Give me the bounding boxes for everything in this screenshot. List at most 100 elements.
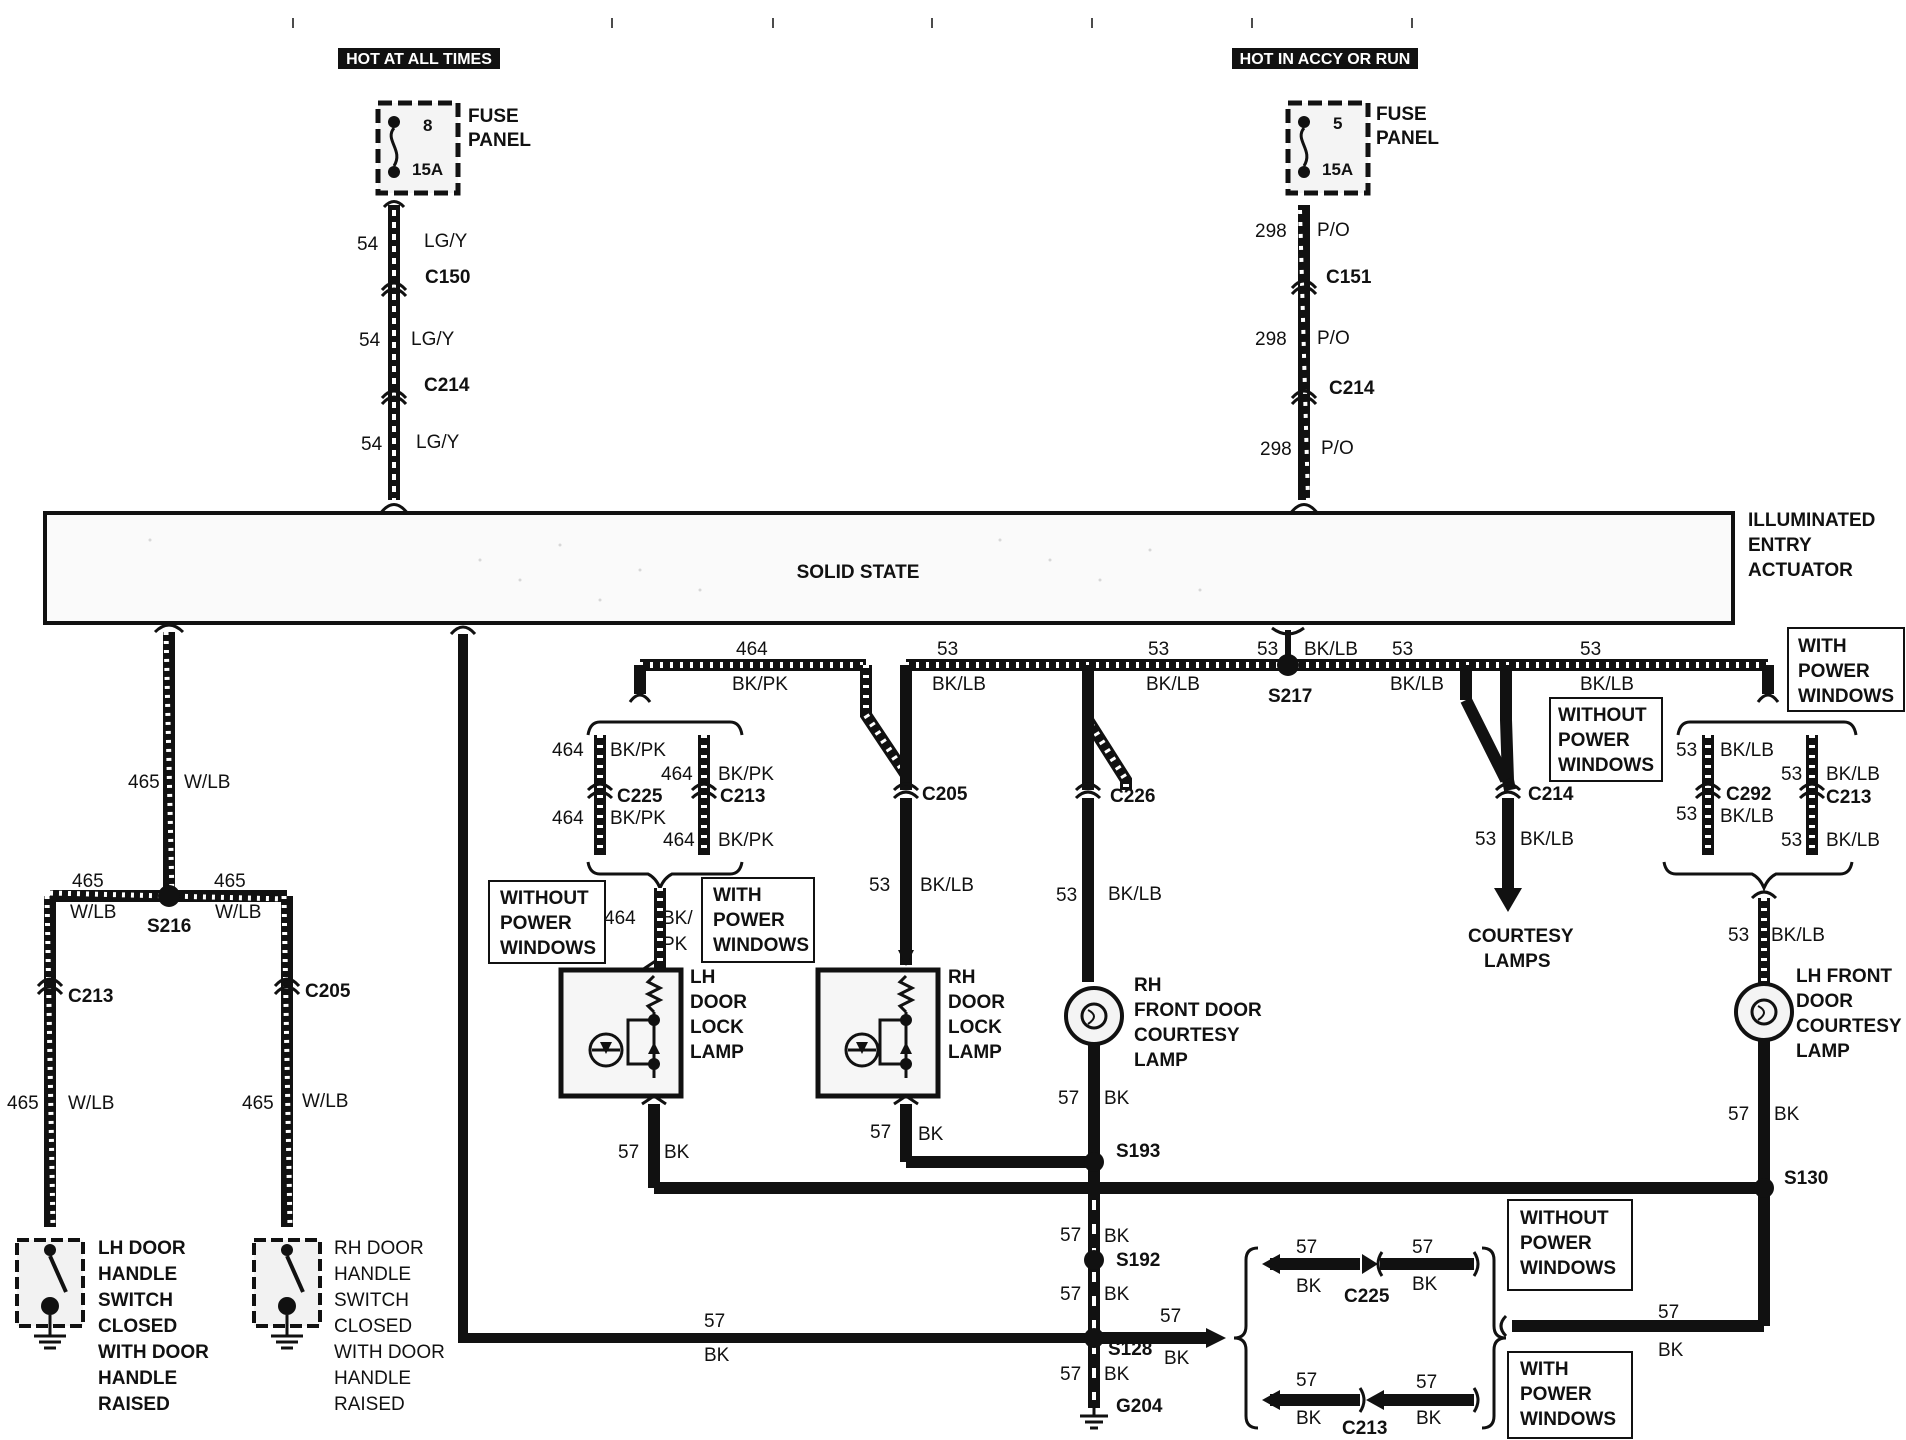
- splice-s128-dot: [1084, 1328, 1104, 1348]
- fuse-panel-right-label2: PANEL: [1376, 128, 1439, 149]
- ground-57-number-lhlock: 57: [618, 1142, 639, 1163]
- connector-c225-lamp: C225: [617, 786, 663, 807]
- circuit-465-color-lowleft: W/LB: [68, 1093, 114, 1114]
- svg-text:POWER: POWER: [500, 913, 572, 934]
- without-power-windows-box-b: WITHOUT POWER WINDOWS: [1549, 697, 1663, 782]
- svg-text:POWER: POWER: [1520, 1233, 1592, 1254]
- circuit-53-number-courtesy: 53: [1475, 829, 1496, 850]
- module-ground-return-wire: [449, 625, 1094, 1343]
- circuit-465-wires: [36, 623, 301, 1228]
- circuit-465-color-right: W/LB: [215, 902, 261, 923]
- c205-lamp-wire: [892, 782, 920, 966]
- circuit-53-number-rhlock: 53: [869, 875, 890, 896]
- feed-298-color-3: P/O: [1321, 438, 1354, 459]
- circuit-53-number-c213r-bot: 53: [1781, 830, 1802, 851]
- svg-text:WITH DOOR: WITH DOOR: [98, 1342, 209, 1363]
- with-power-windows-box-c: WITH POWER WINDOWS: [1507, 1351, 1633, 1439]
- ground-57-number-s128out: 57: [1160, 1306, 1181, 1327]
- svg-text:WINDOWS: WINDOWS: [1520, 1409, 1616, 1430]
- svg-text:LH FRONT: LH FRONT: [1796, 966, 1892, 987]
- hot-in-accy-label: HOT IN ACCY OR RUN: [1240, 51, 1411, 68]
- feed-298-wire: [1288, 205, 1320, 515]
- feed-298-color-2: P/O: [1317, 328, 1350, 349]
- feed-54-color-1: LG/Y: [424, 231, 468, 252]
- ground-57-color-bottom: BK: [704, 1345, 730, 1366]
- circuit-53-color-c213r-bot: BK/LB: [1826, 830, 1880, 851]
- svg-text:HANDLE: HANDLE: [334, 1368, 411, 1389]
- svg-text:LOCK: LOCK: [948, 1017, 1002, 1038]
- splice-s217: S217: [1268, 686, 1312, 707]
- feed-298-color-1: P/O: [1317, 220, 1350, 241]
- circuit-464-connector-group: [586, 720, 744, 968]
- svg-text:WINDOWS: WINDOWS: [1520, 1258, 1616, 1279]
- connector-c150: C150: [425, 267, 470, 288]
- connector-c151: C151: [1326, 267, 1372, 288]
- bracket-bot-right-color: BK: [1416, 1408, 1442, 1429]
- splice-s193: S193: [1116, 1141, 1160, 1162]
- fuse-8-rating: 15A: [412, 160, 443, 179]
- fuse-panel-left-label1: FUSE: [468, 106, 519, 127]
- circuit-53-color-courtesy: BK/LB: [1520, 829, 1574, 850]
- svg-text:COURTESY: COURTESY: [1134, 1025, 1240, 1046]
- lh-door-lock-lamp: [558, 960, 684, 1106]
- lh-front-door-courtesy-lamp: [1734, 982, 1794, 1042]
- splice-s217-dot: [1277, 654, 1299, 676]
- circuit-53-color-c: BK/LB: [1304, 639, 1358, 660]
- rh-door-handle-switch: [252, 1238, 322, 1350]
- circuit-53-color-lhcourtesy: BK/LB: [1771, 925, 1825, 946]
- ground-57-color-lhlock: BK: [664, 1142, 690, 1163]
- svg-text:POWER: POWER: [1520, 1384, 1592, 1405]
- module-center-label: SOLID STATE: [797, 562, 920, 583]
- splice-s130: S130: [1784, 1168, 1828, 1189]
- rh-front-door-courtesy-lamp: [1064, 986, 1124, 1046]
- circuit-53-right-connector-group: [1662, 720, 1858, 986]
- fuse-5-rating: 15A: [1322, 160, 1353, 179]
- connector-c226: C226: [1110, 786, 1155, 807]
- lh-front-door-courtesy-lamp-label: LH FRONT DOOR COURTESY LAMP: [1796, 966, 1902, 1062]
- splice-s192-dot: [1084, 1250, 1104, 1270]
- circuit-465-color-lowright: W/LB: [302, 1091, 348, 1112]
- svg-text:WINDOWS: WINDOWS: [1798, 686, 1894, 707]
- rh-front-door-courtesy-lamp-label: RH FRONT DOOR COURTESY LAMP: [1134, 975, 1262, 1071]
- circuit-53-number-rhcourtesy: 53: [1056, 885, 1077, 906]
- rh-switch-label: RH DOOR HANDLE SWITCH CLOSED WITH DOOR H…: [334, 1238, 445, 1415]
- circuit-464-color-top: BK/PK: [732, 674, 788, 695]
- ground-57-color-lhcourtesy: BK: [1774, 1104, 1800, 1125]
- circuit-53-color-d: BK/LB: [1390, 674, 1444, 695]
- ground-57-color-s128out: BK: [1164, 1348, 1190, 1369]
- svg-text:LH DOOR: LH DOOR: [98, 1238, 186, 1259]
- circuit-464-number-c225-bot: 464: [552, 808, 584, 829]
- circuit-465-number-main: 465: [128, 772, 160, 793]
- bracket-top-right-color: BK: [1412, 1274, 1438, 1295]
- arrow-right-icon: [1206, 1328, 1226, 1348]
- bracket-top-left-number: 57: [1296, 1237, 1317, 1258]
- connector-c213-lamp: C213: [720, 786, 765, 807]
- circuit-464-color-c213-top: BK/PK: [718, 764, 774, 785]
- svg-text:LAMP: LAMP: [690, 1042, 744, 1063]
- svg-text:HANDLE: HANDLE: [334, 1264, 411, 1285]
- ground-57-color-rhlock: BK: [918, 1124, 944, 1145]
- fuse-8: 8 15A: [375, 100, 461, 196]
- svg-text:CLOSED: CLOSED: [98, 1316, 177, 1337]
- illuminated-entry-actuator-module: SOLID STATE: [43, 511, 1735, 625]
- svg-text:SWITCH: SWITCH: [98, 1290, 173, 1311]
- ground-57-color-s130out: BK: [1658, 1340, 1684, 1361]
- bracket-bot-left-number: 57: [1296, 1370, 1317, 1391]
- courtesy-lamps-label-1: COURTESY: [1468, 926, 1574, 947]
- circuit-465-number-lowleft: 465: [7, 1093, 39, 1114]
- svg-text:LH: LH: [690, 967, 715, 988]
- svg-text:LAMP: LAMP: [948, 1042, 1002, 1063]
- lh-door-lock-lamp-label: LH DOOR LOCK LAMP: [690, 967, 747, 1063]
- circuit-53-number-c292-bot: 53: [1676, 804, 1697, 825]
- c226-lamp-wire: [1074, 782, 1102, 982]
- lh-switch-label: LH DOOR HANDLE SWITCH CLOSED WITH DOOR H…: [98, 1238, 209, 1415]
- svg-text:SWITCH: SWITCH: [334, 1290, 409, 1311]
- circuit-464-number-top: 464: [736, 639, 768, 660]
- circuit-53-number-d: 53: [1392, 639, 1413, 660]
- feed-298-circuit-1: 298: [1255, 221, 1287, 242]
- rh-door-lock-lamp-label: RH DOOR LOCK LAMP: [948, 967, 1005, 1063]
- splice-s192: S192: [1116, 1250, 1160, 1271]
- svg-text:HANDLE: HANDLE: [98, 1368, 177, 1389]
- without-power-windows-box-a: WITHOUT POWER WINDOWS: [488, 880, 606, 964]
